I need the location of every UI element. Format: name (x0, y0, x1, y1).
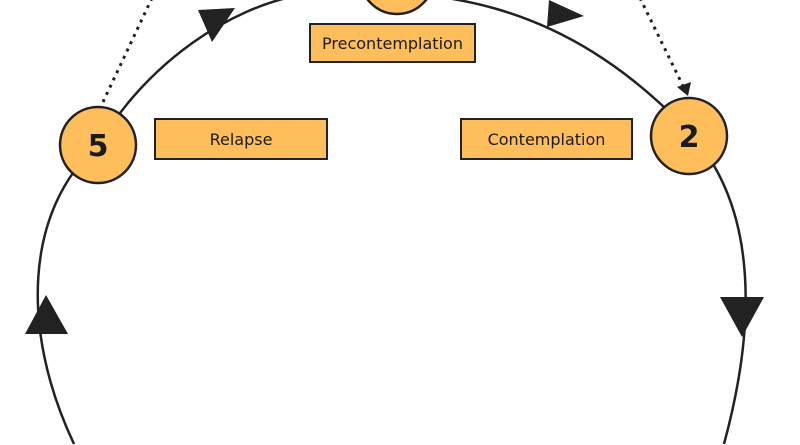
label-precontemplation: Precontemplation (309, 23, 476, 63)
dotted-connector-left (101, 0, 153, 103)
arrowhead-right-icon (720, 297, 764, 337)
label-relapse: Relapse (154, 118, 328, 160)
dotted-connector-right (639, 0, 685, 87)
cycle-path (36, 0, 747, 445)
stage-node-1 (366, 0, 428, 16)
stage-node-5-number: 5 (88, 129, 109, 164)
stage-node-2: 2 (649, 96, 729, 176)
stage-node-2-number: 2 (679, 120, 700, 155)
stage-node-5: 5 (58, 105, 138, 185)
arrowhead-top-right-icon (547, 0, 584, 27)
dotted-arrowhead-icon (677, 82, 691, 96)
arrowhead-left-icon (25, 295, 68, 334)
label-contemplation: Contemplation (460, 118, 633, 160)
arrowhead-top-left-icon (198, 8, 235, 42)
